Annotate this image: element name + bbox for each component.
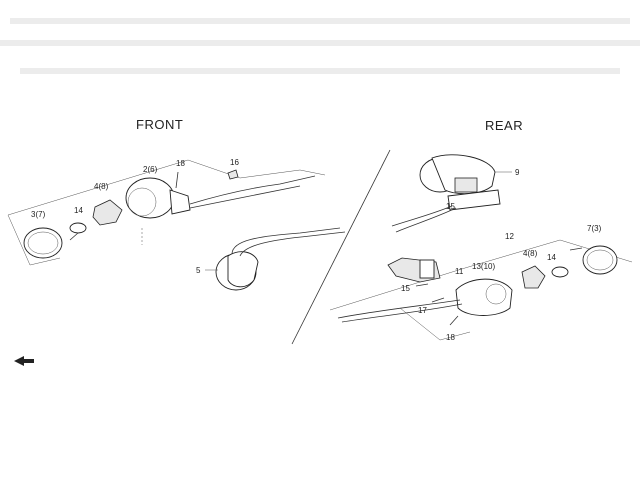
rear-socket <box>521 265 546 289</box>
rear-screw-17 <box>431 297 445 303</box>
rear-lens-gasket <box>569 247 583 251</box>
section-divider <box>291 149 391 345</box>
front-wire <box>189 175 316 205</box>
direction-arrow-icon <box>14 356 34 366</box>
rear-housing-opening <box>485 283 507 305</box>
front-clip <box>227 169 239 180</box>
front-assembled-body <box>227 251 259 288</box>
rear-assembled-wire-2 <box>395 207 457 233</box>
rear-section-title: REAR <box>485 118 524 133</box>
rear-assembled-body <box>431 154 496 195</box>
rear-wire <box>337 299 461 319</box>
callout-rear-screw-15a: 15 <box>446 202 455 211</box>
front-bulb-base <box>69 232 79 241</box>
rear-bulb <box>551 266 569 278</box>
callout-rear-group: 12 <box>505 232 514 241</box>
callout-front-socket: 4(8) <box>94 182 109 191</box>
callout-front-screw: 18 <box>176 159 185 168</box>
front-assembled-wire-2 <box>239 231 346 257</box>
front-wire-2 <box>189 185 301 209</box>
callout-front-clip: 16 <box>230 158 239 167</box>
front-lens <box>23 227 63 259</box>
rear-group-outline-lower <box>399 307 471 341</box>
rear-mount-block <box>419 259 435 279</box>
callout-front-bulb: 14 <box>74 206 83 215</box>
front-assembled-wire <box>231 227 341 255</box>
callout-front-lens: 3(7) <box>31 210 46 219</box>
rear-bracket <box>454 177 478 193</box>
callout-rear-lens: 7(3) <box>587 224 602 233</box>
callout-rear-screw-17: 17 <box>418 306 427 315</box>
front-stem <box>169 189 191 215</box>
callout-rear-housing: 13(10) <box>472 262 496 271</box>
callout-front-housing: 2(6) <box>143 165 158 174</box>
front-bulb <box>69 222 87 234</box>
callout-front-assembly: 5 <box>196 266 201 275</box>
front-group-outline <box>7 159 326 216</box>
rear-lens-rim <box>586 249 614 271</box>
front-lens-rim <box>27 231 59 255</box>
callout-rear-mount-bracket: 11 <box>455 267 464 276</box>
rear-screw-15 <box>415 283 429 287</box>
rear-assembled-wire <box>391 205 453 227</box>
front-housing-opening <box>127 187 157 217</box>
rear-wire-2 <box>341 303 463 323</box>
rear-housing <box>455 278 513 316</box>
callout-rear-bulb: 14 <box>547 253 556 262</box>
front-housing <box>125 177 175 219</box>
rear-screw-18 <box>449 315 459 326</box>
front-section-title: FRONT <box>136 117 184 132</box>
rear-lens <box>582 245 618 275</box>
front-screw <box>175 171 179 189</box>
callout-rear-screw-18: 18 <box>446 333 455 342</box>
rear-bracket-plate <box>447 189 501 211</box>
front-group-outline-lower <box>7 214 61 266</box>
bleed-through-background <box>0 18 640 74</box>
callout-rear-screw-15b: 15 <box>401 284 410 293</box>
callout-rear-assembly: 9 <box>515 168 520 177</box>
front-socket <box>92 199 123 226</box>
callout-rear-socket: 4(8) <box>523 249 538 258</box>
